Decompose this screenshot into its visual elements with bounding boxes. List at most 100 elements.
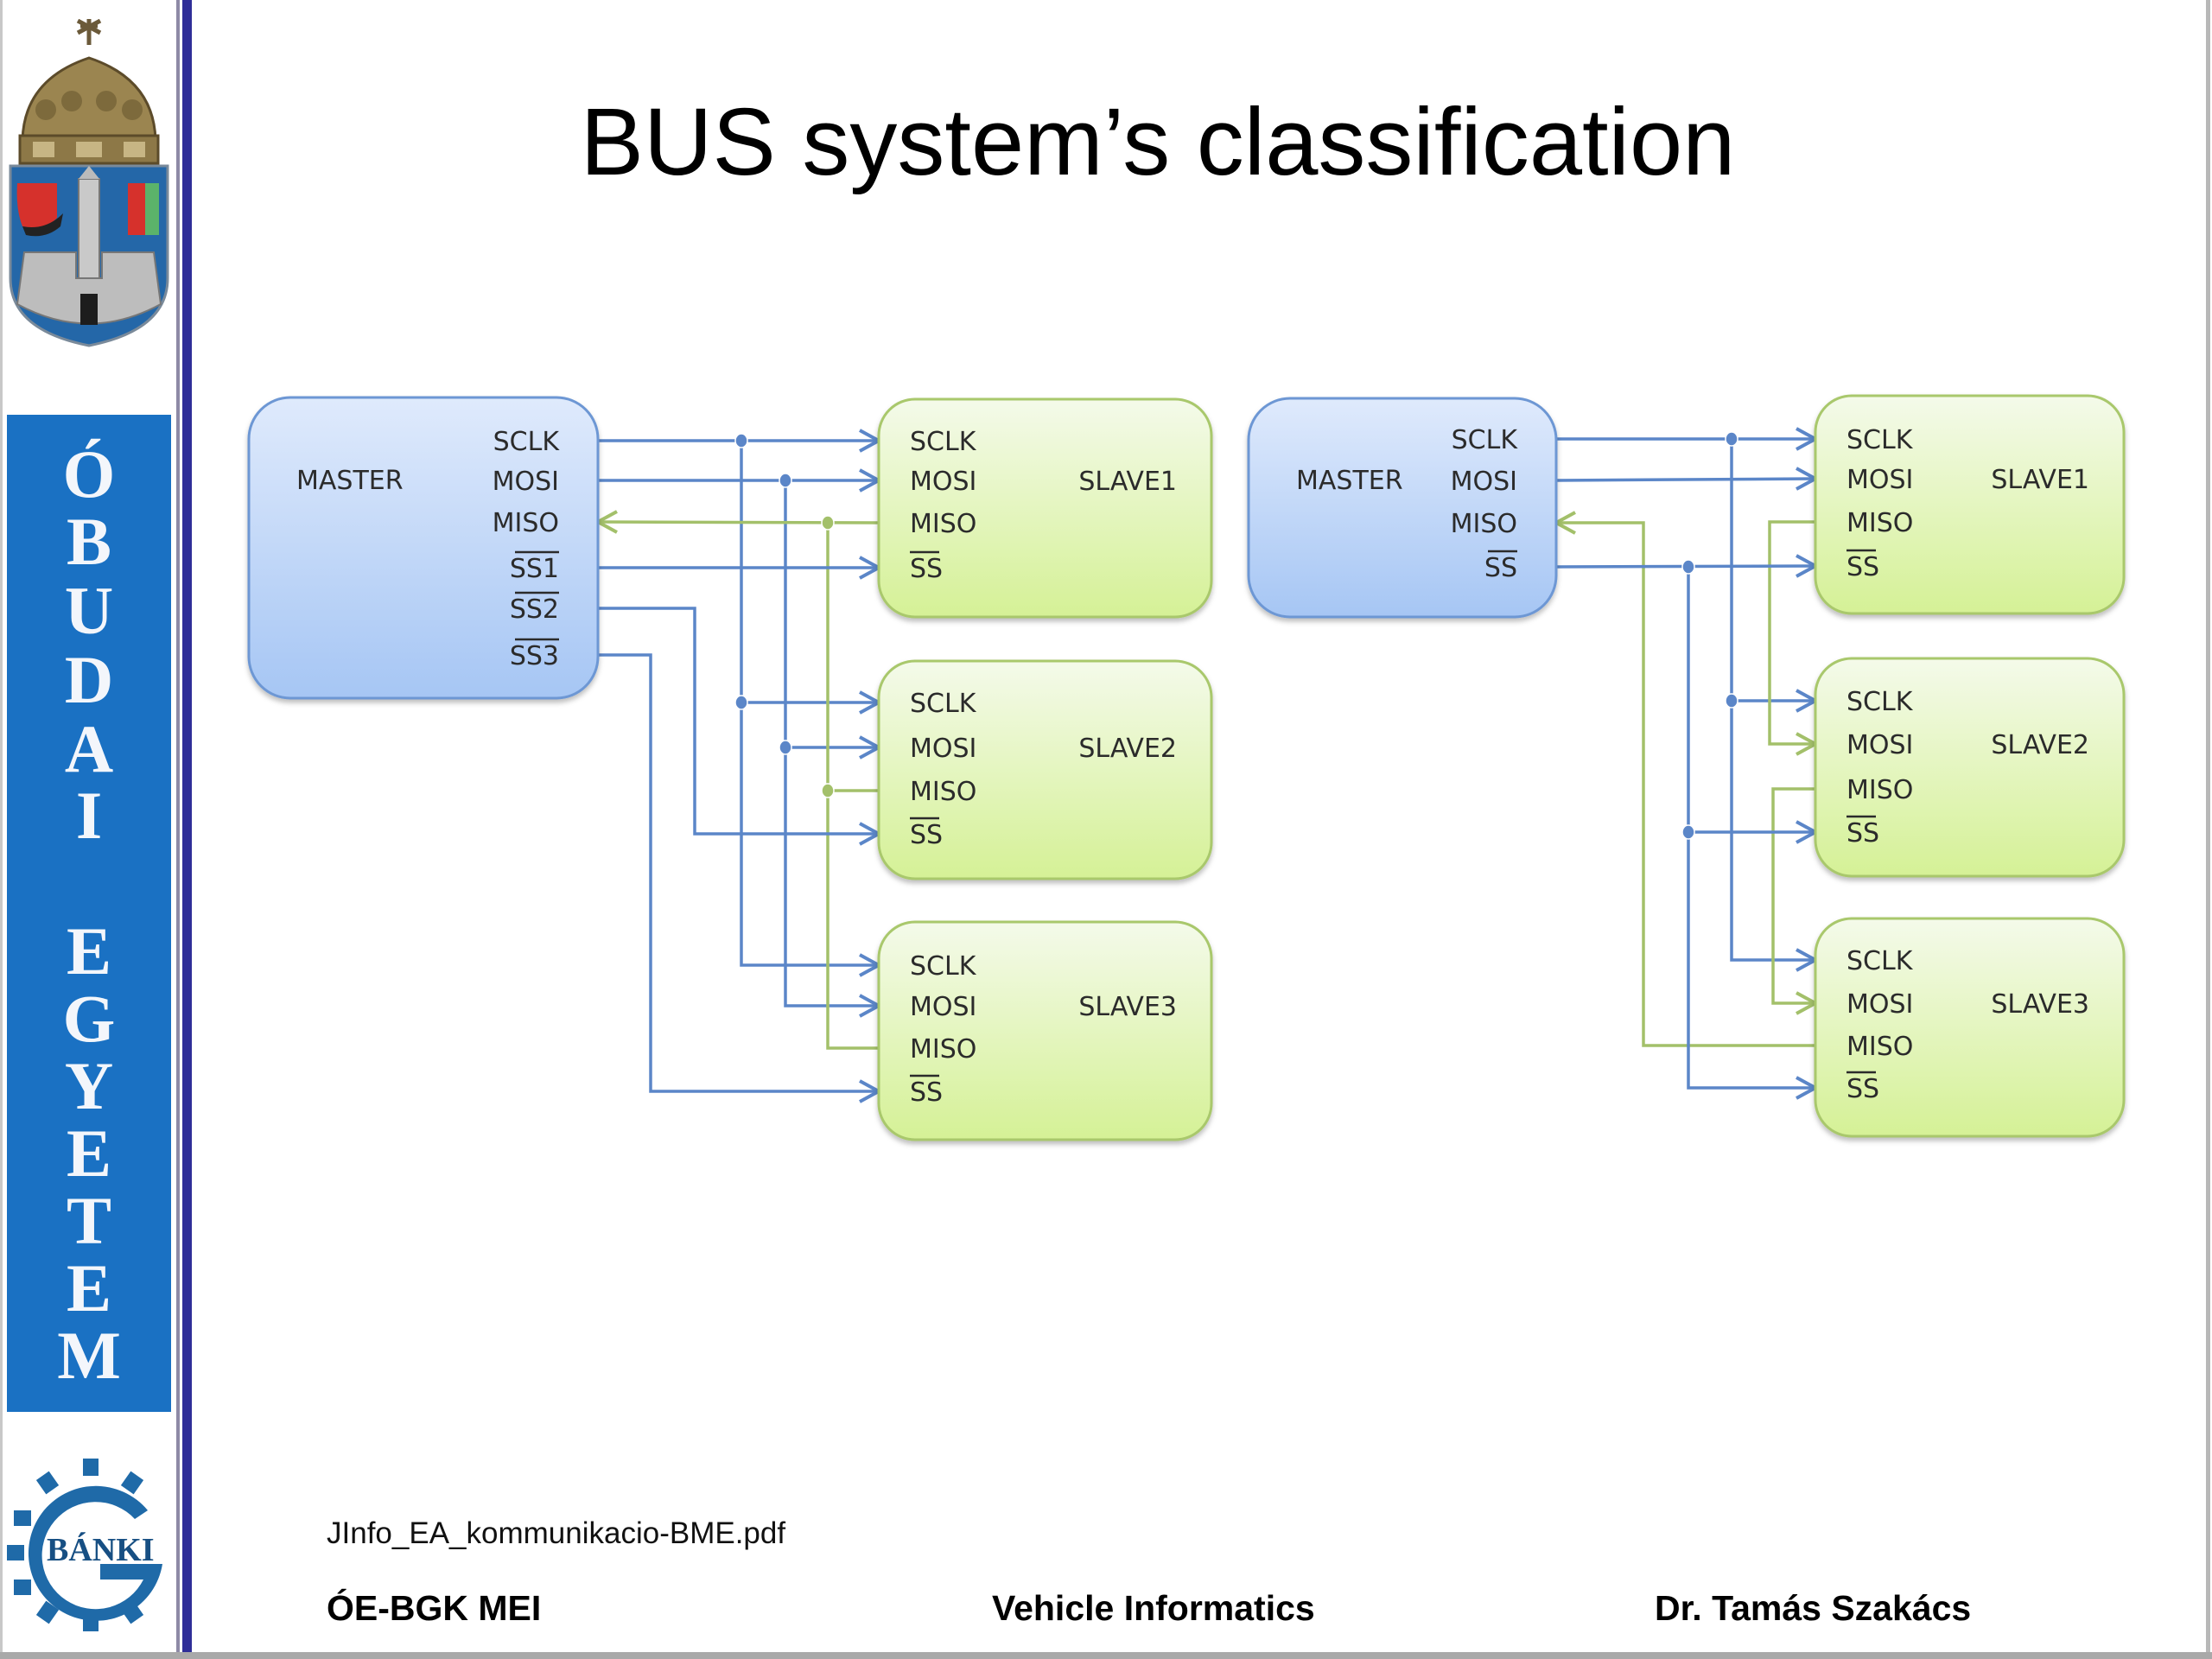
wire-miso: [1556, 521, 1815, 1047]
master-pin-label: MISO: [1451, 509, 1517, 539]
banner-letter: U: [64, 573, 114, 648]
junction-dot: [779, 473, 792, 488]
banner-letter: G: [62, 981, 116, 1056]
master-pin-label: SS2: [510, 594, 559, 625]
slide-right-border: [2206, 0, 2210, 1659]
banner-letter: I: [75, 778, 103, 853]
slave-pin-label: MOSI: [910, 467, 976, 497]
slide-left-border: [0, 0, 3, 1659]
slave-box: [877, 397, 1213, 619]
slave-pin-label: SCLK: [910, 427, 977, 457]
wire-mosi: [784, 480, 879, 1007]
wire-ss2: [598, 607, 879, 836]
banner-letter: E: [66, 1116, 112, 1191]
master-pin-label: MISO: [493, 508, 559, 538]
slave-pin-label: MISO: [1847, 508, 1913, 538]
banki-gear-logo-icon: BÁNKI: [7, 1459, 162, 1631]
banner-letter: E: [66, 1250, 112, 1325]
slave-pin-label: MOSI: [910, 992, 976, 1022]
junction-dot: [821, 515, 835, 531]
junction-dot: [1725, 431, 1738, 447]
junction-dot: [734, 695, 748, 710]
slave-pin-label: MOSI: [1847, 730, 1913, 760]
wire-sclk: [740, 441, 879, 967]
wire-ss3: [598, 653, 879, 1093]
slave-label: SLAVE2: [1991, 730, 2089, 760]
source-reference: JInfo_EA_kommunikacio-BME.pdf: [327, 1516, 786, 1550]
sidebar-divider-bar: [182, 0, 192, 1652]
slave-pin-label: SS: [1847, 552, 1879, 582]
wire-miso: [826, 523, 879, 1050]
slave-pin-label: MISO: [1847, 775, 1913, 805]
wire-sclk: [1730, 439, 1815, 962]
master-box: [1247, 397, 1558, 619]
university-name-banner: Ó B U D A I E G Y E T E M: [7, 415, 171, 1412]
shield: [9, 164, 169, 347]
banner-letter: Ó: [62, 436, 116, 512]
slave-pin-label: SS: [1847, 818, 1879, 849]
slave-box: [1814, 657, 2126, 878]
master-pin-label: SS1: [510, 554, 559, 584]
slave-label: SLAVE1: [1078, 467, 1177, 497]
junction-dot: [734, 433, 748, 448]
wire-daisy-chain: [1771, 787, 1815, 1005]
slave-box: [877, 920, 1213, 1141]
slave-label: SLAVE3: [1991, 989, 2089, 1020]
slave-pin-label: MISO: [910, 1034, 976, 1065]
slave-box: [1814, 394, 2126, 615]
slave-pin-label: SCLK: [1847, 687, 1914, 717]
footer-author: Dr. Tamás Szakács: [1655, 1588, 1972, 1628]
junction-dot: [821, 783, 835, 798]
banner-letter: D: [64, 642, 114, 717]
banner-letter: M: [57, 1318, 121, 1393]
master-label: MASTER: [1296, 466, 1403, 496]
master-label: MASTER: [296, 466, 404, 496]
slave-pin-label: MISO: [910, 509, 976, 539]
slave-pin-label: MOSI: [910, 734, 976, 764]
wire-miso: [597, 520, 880, 524]
junction-dot: [1681, 559, 1695, 575]
slave-pin-label: SS: [1847, 1074, 1879, 1104]
slave-box: [1814, 917, 2126, 1138]
master-pin-label: MOSI: [1451, 467, 1517, 497]
slave-box: [877, 659, 1213, 880]
slave-label: SLAVE3: [1078, 992, 1177, 1022]
slave-pin-label: SCLK: [910, 689, 977, 719]
slave-pin-label: MOSI: [1847, 465, 1913, 495]
gear-logo-text: BÁNKI: [47, 1532, 155, 1568]
junction-dot: [1681, 824, 1695, 840]
wire-ss: [1687, 567, 1815, 1090]
master-pin-label: SCLK: [493, 427, 561, 457]
junction-dot: [1725, 693, 1738, 709]
banner-letter: E: [66, 913, 112, 988]
slave-pin-label: SS: [910, 554, 943, 584]
master-pin-label: SCLK: [1452, 425, 1519, 455]
master-pin-label: SS3: [510, 641, 559, 671]
slave-pin-label: SCLK: [910, 951, 977, 982]
wire-mosi: [1555, 477, 1816, 482]
slave-label: SLAVE1: [1991, 465, 2089, 495]
slave-pin-label: SCLK: [1847, 425, 1914, 455]
crown: [18, 19, 160, 165]
wire-daisy-chain: [1768, 520, 1815, 746]
banner-letter: T: [66, 1183, 112, 1258]
master-box: [247, 396, 600, 700]
slave-pin-label: SS: [910, 820, 943, 850]
slave-pin-label: SCLK: [1847, 946, 1914, 976]
slave-label: SLAVE2: [1078, 734, 1177, 764]
gear-teeth: [7, 1459, 144, 1631]
slide-title: BUS system’s classification: [580, 89, 1736, 195]
banner-letter: B: [66, 504, 112, 579]
banner-letter: Y: [64, 1048, 114, 1123]
university-crest-icon: [9, 19, 169, 347]
slave-pin-label: MISO: [1847, 1032, 1913, 1062]
master-pin-label: SS: [1484, 553, 1517, 583]
master-pin-label: MOSI: [493, 467, 559, 497]
slave-pin-label: SS: [910, 1077, 943, 1108]
banner-letter: A: [64, 711, 114, 786]
footer-course: Vehicle Informatics: [992, 1588, 1315, 1628]
footer-institution: ÓE-BGK MEI: [327, 1588, 542, 1628]
sidebar-divider-line: [176, 0, 180, 1652]
junction-dot: [779, 740, 792, 755]
